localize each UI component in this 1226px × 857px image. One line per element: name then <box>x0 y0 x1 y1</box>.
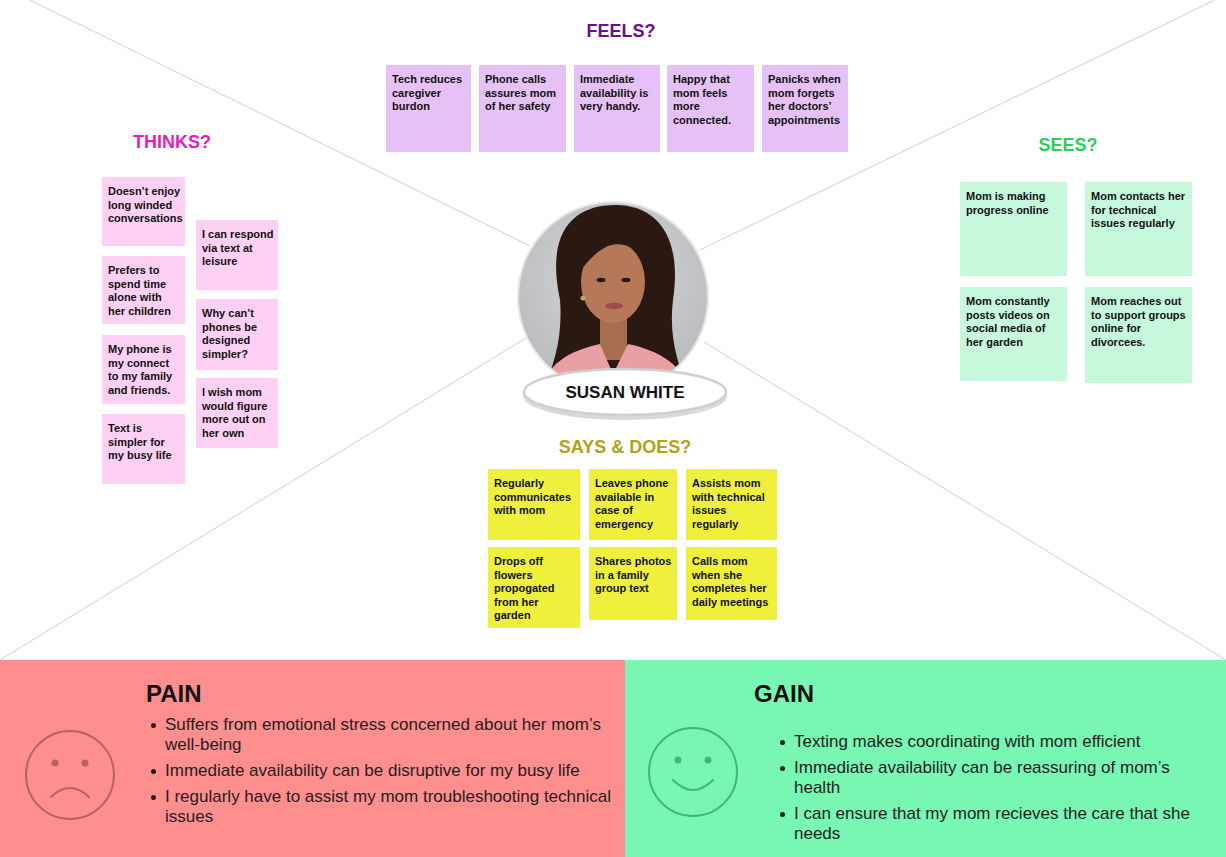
note-text: Panicks when mom forgets her doctors’ ap… <box>762 65 848 132</box>
pain-panel: PAIN Suffers from emotional stress concer… <box>0 660 625 857</box>
section-heading: SAYS & DOES? <box>559 437 691 458</box>
says-note: Drops off flowers propogated from her ga… <box>488 547 580 628</box>
bullet-item: Suffers from emotional stress concerned … <box>165 715 620 755</box>
note-text: I can respond via text at leisure <box>196 220 278 274</box>
says-note: Leaves phone available in case of emerge… <box>589 469 677 540</box>
thinks-note: Doesn’t enjoy long winded conversations <box>102 177 185 246</box>
thinks-note: I can respond via text at leisure <box>196 220 278 290</box>
note-text: Mom contacts her for technical issues re… <box>1085 182 1192 236</box>
face-mouth <box>673 780 713 790</box>
bullet-item: Immediate availability can be reassuring… <box>794 758 1214 798</box>
sees-note: Mom reaches out to support groups online… <box>1085 287 1192 383</box>
note-text: Happy that mom feels more connected. <box>667 65 754 132</box>
divider-line <box>30 0 530 246</box>
sad-face-icon <box>0 705 140 845</box>
divider-line <box>0 338 526 660</box>
feels-note: Immediate availability is very handy. <box>574 65 660 152</box>
panel-heading: GAIN <box>754 680 1226 708</box>
portrait-earring <box>581 296 586 301</box>
note-text: Doesn’t enjoy long winded conversations <box>102 177 185 231</box>
panel-heading: PAIN <box>146 680 625 708</box>
note-text: Why can’t phones be designed simpler? <box>196 299 278 366</box>
face-eye <box>52 760 59 767</box>
sees-note: Mom constantly posts videos on social me… <box>960 287 1067 381</box>
bullet-item: I can ensure that my mom recieves the ca… <box>794 804 1214 844</box>
note-text: Text is simpler for my busy life <box>102 414 185 468</box>
thinks-note: Prefers to spend time alone with her chi… <box>102 256 185 324</box>
feels-note: Tech reduces caregiver burdon <box>386 65 471 152</box>
thinks-note: Why can’t phones be designed simpler? <box>196 299 278 370</box>
thinks-note: I wish mom would figure more out on her … <box>196 378 278 448</box>
note-text: Tech reduces caregiver burdon <box>386 65 471 119</box>
note-text: Regularly communicates with mom <box>488 469 580 523</box>
bullet-list: Texting makes coordinating with mom effi… <box>794 732 1214 844</box>
feels-note: Panicks when mom forgets her doctors’ ap… <box>762 65 848 152</box>
says-note: Calls mom when she completes her daily m… <box>686 547 777 620</box>
sees-note: Mom contacts her for technical issues re… <box>1085 182 1192 276</box>
sees-note: Mom is making progress online <box>960 182 1067 276</box>
section-heading: SEES? <box>1038 135 1097 156</box>
feels-note: Phone calls assures mom of her safety <box>479 65 566 152</box>
thinks-note: Text is simpler for my busy life <box>102 414 185 484</box>
note-text: Mom reaches out to support groups online… <box>1085 287 1192 354</box>
note-text: Assists mom with technical issues regula… <box>686 469 777 536</box>
section-heading: FEELS? <box>586 21 655 42</box>
note-text: Shares photos in a family group text <box>589 547 677 601</box>
note-text: Phone calls assures mom of her safety <box>479 65 566 119</box>
happy-face-icon <box>623 702 763 842</box>
face-outline <box>649 728 737 816</box>
note-text: My phone is my connect to my family and … <box>102 335 185 402</box>
bullet-item: Immediate availability can be disruptive… <box>165 761 620 781</box>
thinks-note: My phone is my connect to my family and … <box>102 335 185 404</box>
note-text: Leaves phone available in case of emerge… <box>589 469 677 536</box>
bullet-list: Suffers from emotional stress concerned … <box>165 715 620 827</box>
bullet-item: Texting makes coordinating with mom effi… <box>794 732 1214 752</box>
face-group <box>26 731 114 819</box>
note-text: I wish mom would figure more out on her … <box>196 378 278 445</box>
person-name: SUSAN WHITE <box>566 383 685 403</box>
portrait-fringe <box>580 226 648 272</box>
says-note: Regularly communicates with mom <box>488 469 580 540</box>
name-ellipse: SUSAN WHITE <box>520 364 730 422</box>
bullet-item: I regularly have to assist my mom troubl… <box>165 787 620 827</box>
face-eye <box>82 760 89 767</box>
divider-line <box>700 0 1215 250</box>
note-text: Drops off flowers propogated from her ga… <box>488 547 580 628</box>
divider-line <box>704 342 1226 660</box>
note-text: Calls mom when she completes her daily m… <box>686 547 777 614</box>
face-eye <box>675 757 682 764</box>
face-eye <box>705 757 712 764</box>
says-note: Assists mom with technical issues regula… <box>686 469 777 540</box>
ellipse-shape <box>524 369 726 415</box>
gain-panel: GAIN Texting makes coordinating with mom … <box>625 660 1226 857</box>
note-text: Mom constantly posts videos on social me… <box>960 287 1067 354</box>
note-text: Mom is making progress online <box>960 182 1067 222</box>
photo-ring <box>518 202 708 392</box>
note-text: Immediate availability is very handy. <box>574 65 660 119</box>
portrait-lips <box>605 303 623 309</box>
note-text: Prefers to spend time alone with her chi… <box>102 256 185 323</box>
face-outline <box>26 731 114 819</box>
says-note: Shares photos in a family group text <box>589 547 677 620</box>
face-group <box>649 728 737 816</box>
quadrant-lines <box>0 0 1226 660</box>
section-heading: THINKS? <box>133 132 211 153</box>
face-mouth <box>51 788 89 797</box>
portrait-eye <box>597 278 606 282</box>
portrait-eye <box>622 278 631 282</box>
feels-note: Happy that mom feels more connected. <box>667 65 754 152</box>
